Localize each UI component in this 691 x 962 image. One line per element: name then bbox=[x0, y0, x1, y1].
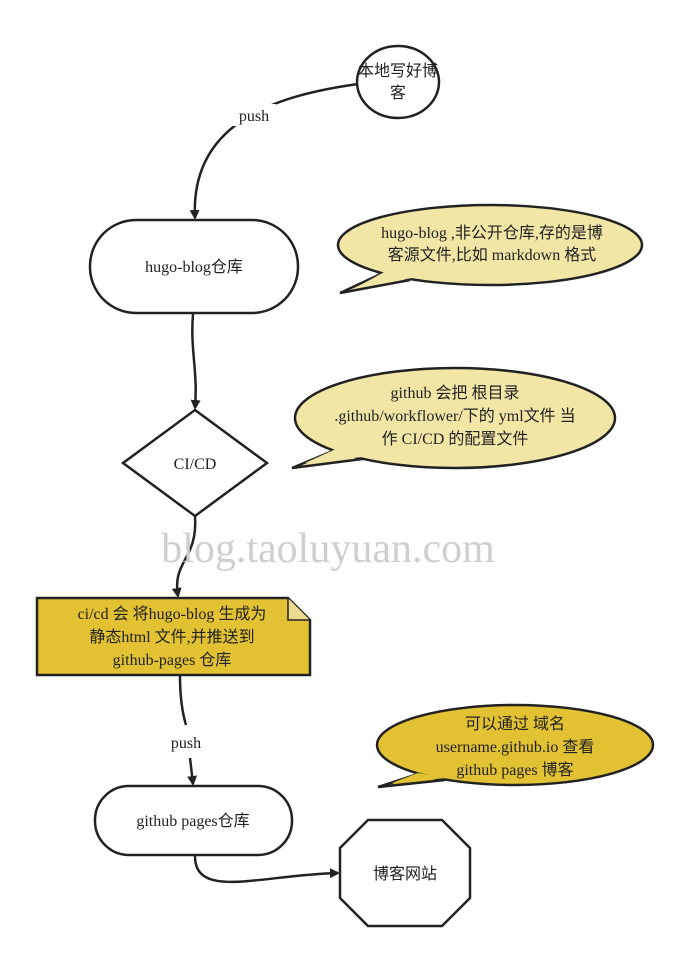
svg-text:.github/workflower/下的 yml文件 当: .github/workflower/下的 yml文件 当 bbox=[334, 407, 575, 425]
svg-text:本地写好博: 本地写好博 bbox=[358, 62, 438, 80]
callout-workflow: github 会把 根目录 .github/workflower/下的 yml文… bbox=[291, 366, 617, 470]
watermark: blog.taoluyuan.com bbox=[161, 526, 495, 572]
node-website: 博客网站 bbox=[338, 818, 472, 928]
svg-text:静态html 文件,并推送到: 静态html 文件,并推送到 bbox=[89, 628, 254, 646]
svg-text:github pages仓库: github pages仓库 bbox=[136, 812, 249, 830]
svg-text:github pages 博客: github pages 博客 bbox=[456, 761, 573, 779]
svg-text:ci/cd 会 将hugo-blog 生成为: ci/cd 会 将hugo-blog 生成为 bbox=[78, 605, 267, 623]
edge-label-push: push bbox=[171, 735, 201, 752]
edge-label-push: push bbox=[239, 108, 269, 125]
edge-hugo-to-cicd bbox=[190, 313, 201, 410]
svg-text:客: 客 bbox=[390, 84, 406, 102]
svg-text:hugo-blog仓库: hugo-blog仓库 bbox=[145, 258, 243, 276]
node-github-pages-repo: github pages仓库 bbox=[93, 784, 294, 857]
svg-text:hugo-blog ,非公开仓库,存的是博: hugo-blog ,非公开仓库,存的是博 bbox=[381, 224, 603, 242]
edge-cicd-to-note bbox=[171, 515, 197, 598]
node-cicd: CI/CD bbox=[120, 408, 270, 518]
node-note-cicd: ci/cd 会 将hugo-blog 生成为 静态html 文件,并推送到 gi… bbox=[35, 596, 312, 677]
node-start: 本地写好博 客 bbox=[355, 44, 441, 120]
svg-text:github 会把 根目录: github 会把 根目录 bbox=[391, 384, 520, 402]
svg-text:github-pages 仓库: github-pages 仓库 bbox=[113, 651, 232, 669]
edge-start-to-hugo bbox=[189, 82, 359, 220]
svg-text:CI/CD: CI/CD bbox=[174, 456, 217, 473]
svg-text:客源文件,比如 markdown 格式: 客源文件,比如 markdown 格式 bbox=[388, 246, 596, 264]
edge-note-to-pages-arrow bbox=[187, 757, 198, 786]
svg-text:博客网站: 博客网站 bbox=[373, 865, 437, 883]
callout-domain: 可以通过 域名 username.github.io 查看 github pag… bbox=[375, 703, 655, 789]
edge-pages-to-website bbox=[193, 855, 340, 884]
svg-text:作 CI/CD 的配置文件: 作 CI/CD 的配置文件 bbox=[382, 430, 529, 448]
node-hugo-blog-repo: hugo-blog仓库 bbox=[88, 218, 300, 315]
edge-note-to-pages bbox=[178, 675, 188, 726]
callout-hugo-blog: hugo-blog ,非公开仓库,存的是博 客源文件,比如 markdown 格… bbox=[336, 203, 644, 295]
svg-text:可以通过 域名: 可以通过 域名 bbox=[465, 715, 565, 733]
svg-text:username.github.io 查看: username.github.io 查看 bbox=[436, 738, 595, 756]
